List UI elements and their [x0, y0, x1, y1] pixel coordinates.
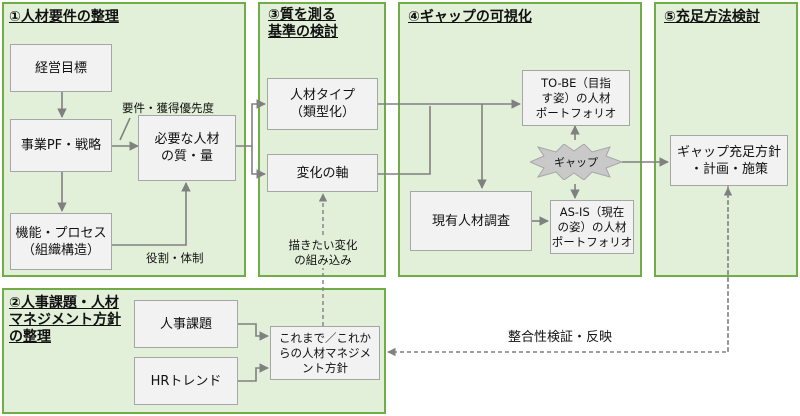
- box-current-talent-survey: 現有人材調査: [410, 191, 532, 251]
- arrow-required-to-type: [236, 99, 266, 147]
- box-hr-trends: HRトレンド: [134, 357, 238, 405]
- box-business-goal: 経営目標: [10, 44, 112, 92]
- panel-title-quality-criteria: ③質を測る 基準の検討: [268, 7, 338, 40]
- box-talent-management-policy: これまで／これか らの人材マネジメ ント方針: [270, 326, 380, 380]
- box-required-talent: 必要な人材 の質・量: [138, 115, 236, 181]
- box-business-pf-strategy: 事業PF・戦略: [10, 119, 112, 172]
- box-to-be-portfolio: TO-BE（目指 す姿）の人材 ポートフォリオ: [522, 70, 630, 126]
- arrow-function-to-required: [112, 182, 191, 246]
- callout-requirements-priority: [119, 117, 131, 141]
- box-talent-type: 人材タイプ （類型化）: [267, 78, 378, 130]
- arrow-required-to-axis: [251, 146, 266, 179]
- label-roles-system: 役割・体制: [146, 251, 204, 265]
- panel-title-fulfillment-method: ⑤充足方法検討: [664, 9, 760, 25]
- panel-title-hr-issues-policy: ②人事課題・人材 マネジメント方針 の整理: [9, 295, 121, 345]
- panel-quality-criteria: [258, 2, 386, 277]
- label-incorporate-change: 描きたい変化 の組み込み: [278, 238, 368, 268]
- arrow-issues-to-policy: [238, 323, 269, 341]
- dashed-arrow-plan-to-policy: [387, 186, 729, 357]
- gap-burst-icon: [530, 144, 622, 180]
- box-function-process: 機能・プロセス （組織構造）: [10, 213, 112, 270]
- gap-label: ギャップ: [554, 156, 598, 169]
- label-requirements-priority: 要件・獲得優先度: [122, 101, 214, 115]
- box-change-axis: 変化の軸: [267, 154, 378, 192]
- line-axis-join: [378, 106, 431, 175]
- panel-title-gap-visualization: ④ギャップの可視化: [408, 9, 532, 25]
- panel-title-talent-requirements: ①人材要件の整理: [9, 9, 119, 25]
- box-as-is-portfolio: AS-IS（現在 の姿）の人材 ポートフォリオ: [550, 200, 634, 254]
- box-gap-fulfillment-plan: ギャップ充足方針 ・計画・施策: [670, 135, 788, 186]
- arrow-trends-to-policy: [238, 363, 269, 382]
- box-hr-issues: 人事課題: [134, 300, 238, 348]
- label-consistency-check: 整合性検証・反映: [508, 330, 613, 345]
